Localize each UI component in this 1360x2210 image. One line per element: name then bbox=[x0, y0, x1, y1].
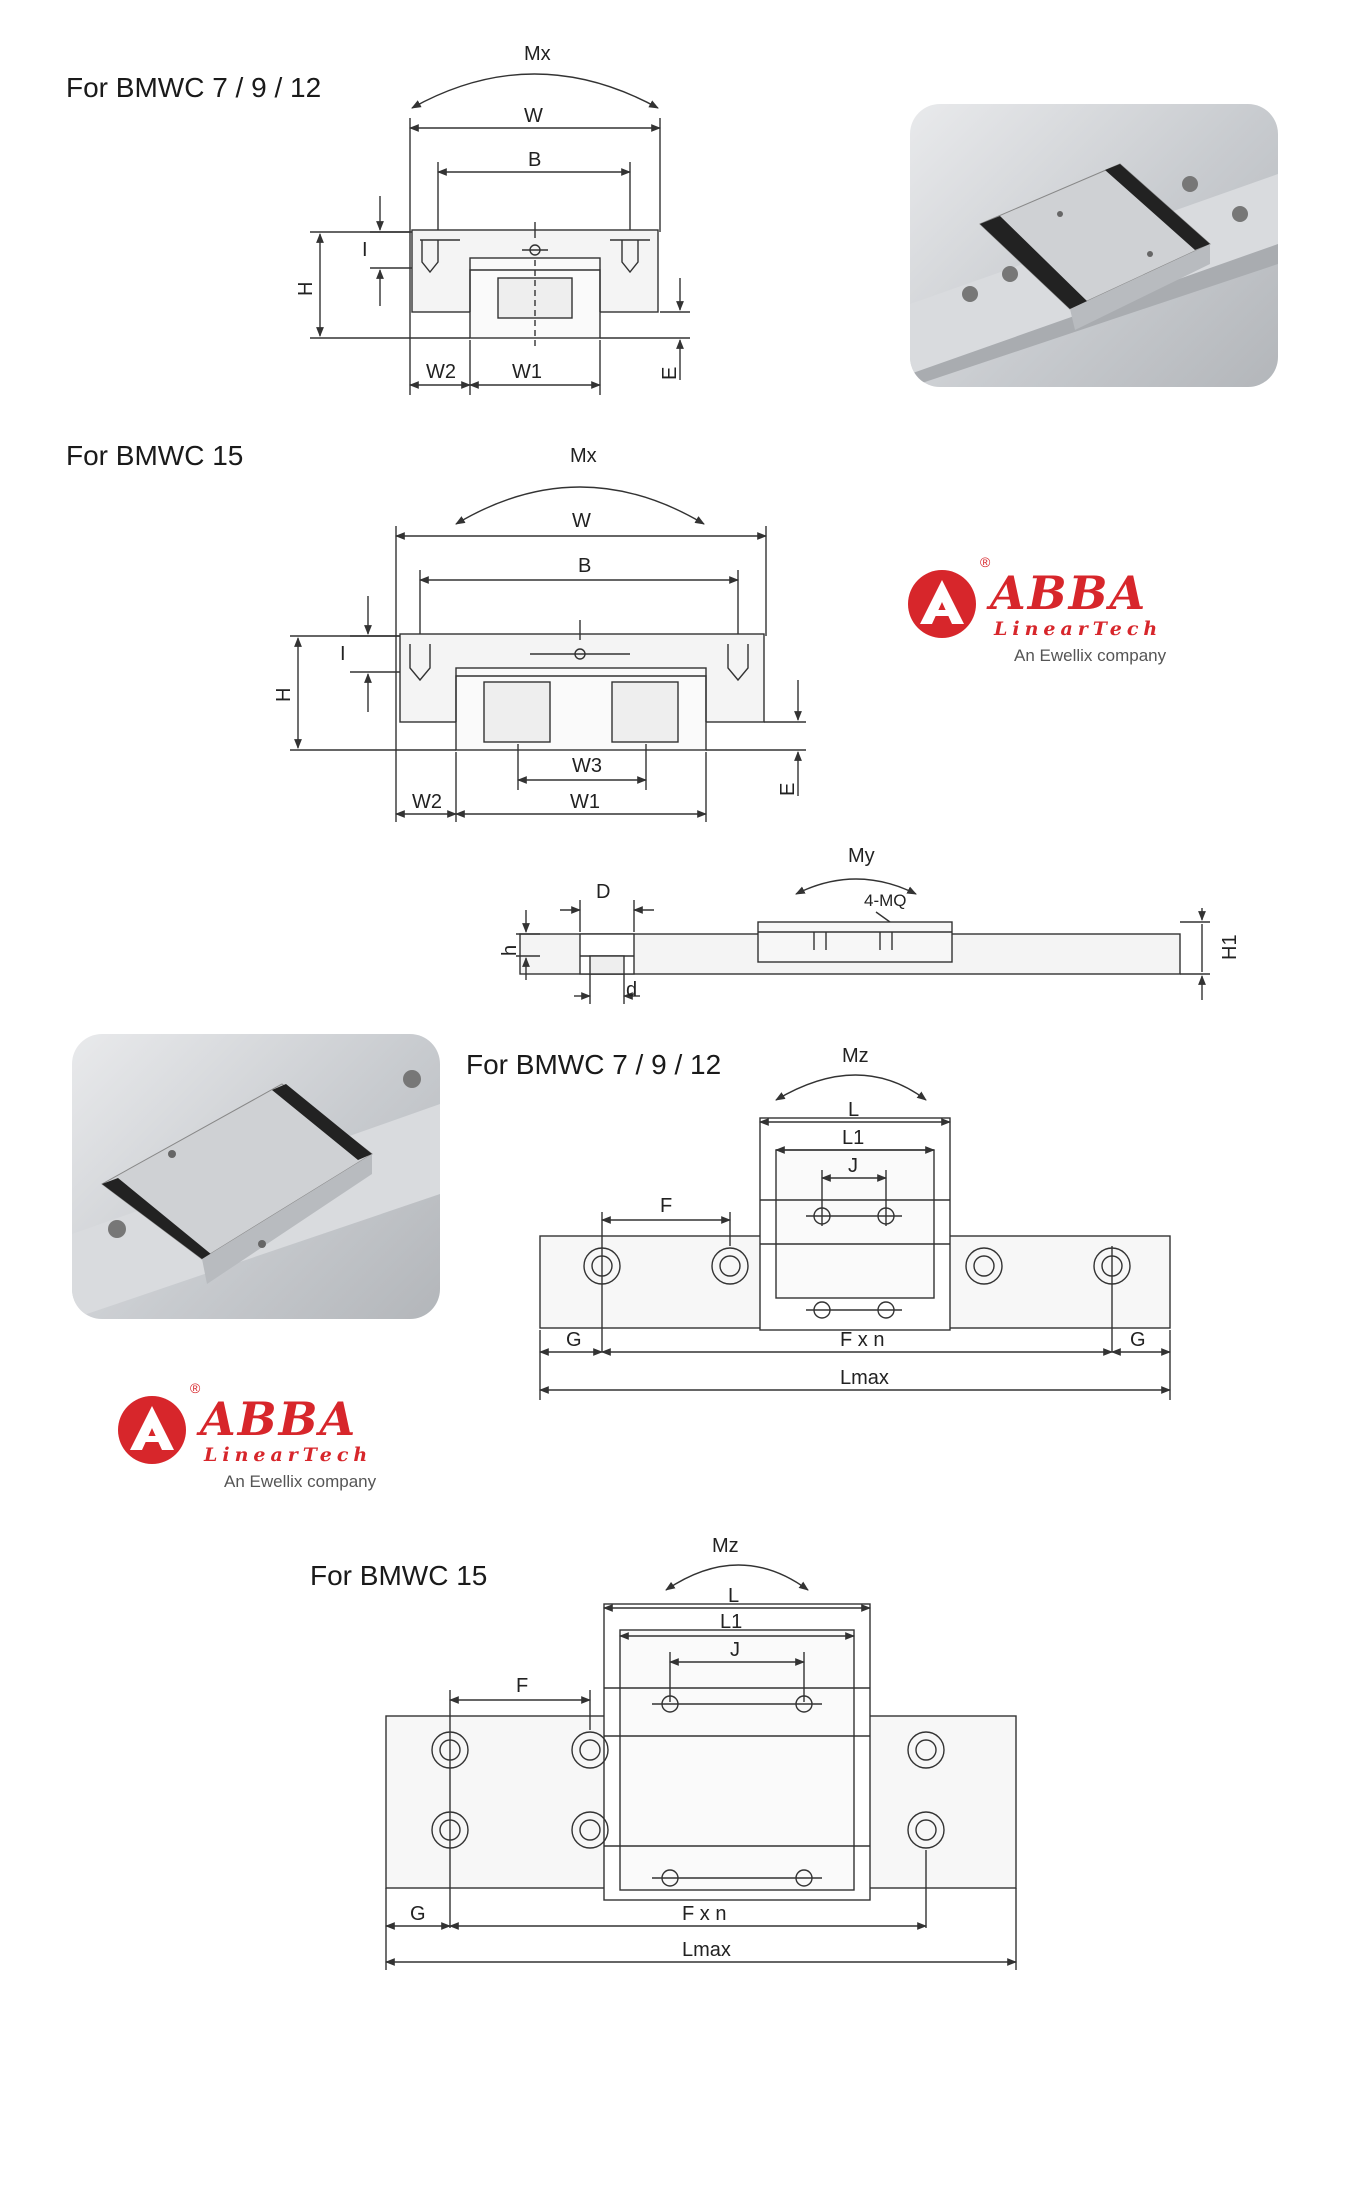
label-mz-1: Mz bbox=[842, 1045, 869, 1067]
logo-subtitle: LinearTech bbox=[994, 618, 1163, 640]
label-w-2: W bbox=[572, 510, 591, 532]
label-b-2: B bbox=[578, 555, 591, 577]
label-j-1: J bbox=[848, 1155, 858, 1177]
logo-tagline: An Ewellix company bbox=[224, 1472, 377, 1491]
label-d-upper: D bbox=[596, 881, 610, 903]
carriage-photo-middle bbox=[72, 1034, 440, 1319]
label-h-1: H bbox=[295, 282, 317, 296]
label-g-left-1: G bbox=[566, 1329, 582, 1351]
side-view bbox=[516, 878, 1210, 1004]
registered-mark: ® bbox=[190, 1380, 201, 1396]
carriage-photo-icon bbox=[910, 163, 1278, 387]
label-b-1: B bbox=[528, 149, 541, 171]
label-w2-1: W2 bbox=[426, 361, 456, 383]
abba-logo-right: ® ABBA LinearTech An Ewellix company bbox=[906, 554, 1186, 675]
label-g-right-1: G bbox=[1130, 1329, 1146, 1351]
heading-bmwc-15-second: For BMWC 15 bbox=[66, 440, 244, 471]
label-fxn-2: F x n bbox=[682, 1903, 726, 1925]
label-j-2: J bbox=[730, 1639, 740, 1661]
label-i-1: I bbox=[362, 239, 368, 261]
label-g-2: G bbox=[410, 1903, 426, 1925]
label-l-1: L bbox=[848, 1099, 859, 1121]
cross-section-7-9-12 bbox=[310, 73, 690, 395]
label-mq: 4-MQ bbox=[864, 891, 907, 910]
logo-subtitle: LinearTech bbox=[204, 1444, 373, 1466]
label-f-1: F bbox=[660, 1195, 672, 1217]
label-w3-2: W3 bbox=[572, 755, 602, 777]
label-d-lower: d bbox=[626, 979, 637, 1001]
label-l1-2: L1 bbox=[720, 1611, 742, 1633]
label-lmax-2: Lmax bbox=[682, 1939, 731, 1961]
label-f-2: F bbox=[516, 1675, 528, 1697]
top-view-15 bbox=[385, 1564, 1017, 1970]
abba-logo-mark-icon bbox=[118, 1396, 186, 1464]
label-w1-1: W1 bbox=[512, 361, 542, 383]
abba-logo-mark-icon bbox=[908, 570, 976, 638]
carriage-photo-top bbox=[910, 104, 1278, 387]
abba-logo-left: ® ABBA LinearTech An Ewellix company bbox=[116, 1380, 396, 1501]
label-lmax-1: Lmax bbox=[840, 1367, 889, 1389]
label-w-1: W bbox=[524, 105, 543, 127]
label-mz-2: Mz bbox=[712, 1535, 739, 1557]
logo-tagline: An Ewellix company bbox=[1014, 646, 1167, 665]
label-i-2: I bbox=[340, 643, 346, 665]
label-h1: H1 bbox=[1219, 934, 1241, 960]
heading-bmwc-7-9-12-middle: For BMWC 7 / 9 / 12 bbox=[466, 1049, 722, 1080]
label-l-2: L bbox=[728, 1585, 739, 1607]
label-w2-2: W2 bbox=[412, 791, 442, 813]
logo-brand: ABBA bbox=[990, 566, 1148, 620]
label-mx-2: Mx bbox=[570, 445, 597, 467]
heading-bmwc-15-bottom: For BMWC 15 bbox=[310, 1560, 488, 1591]
label-my: My bbox=[848, 845, 875, 867]
label-h-2: H bbox=[273, 688, 295, 702]
carriage-photo-icon bbox=[72, 1070, 440, 1319]
label-h-side: h bbox=[499, 945, 521, 956]
top-view-7-9-12 bbox=[539, 1074, 1171, 1400]
label-w1-2: W1 bbox=[570, 791, 600, 813]
cross-section-15 bbox=[290, 486, 806, 822]
label-e-1: E bbox=[659, 367, 681, 380]
label-fxn-1: F x n bbox=[840, 1329, 884, 1351]
label-l1-1: L1 bbox=[842, 1127, 864, 1149]
heading-bmwc-7-9-12-top: For BMWC 7 / 9 / 12 bbox=[66, 72, 322, 103]
registered-mark: ® bbox=[980, 554, 991, 570]
label-e-2: E bbox=[777, 783, 799, 796]
label-mx-1: Mx bbox=[524, 43, 551, 65]
logo-brand: ABBA bbox=[200, 1392, 358, 1446]
